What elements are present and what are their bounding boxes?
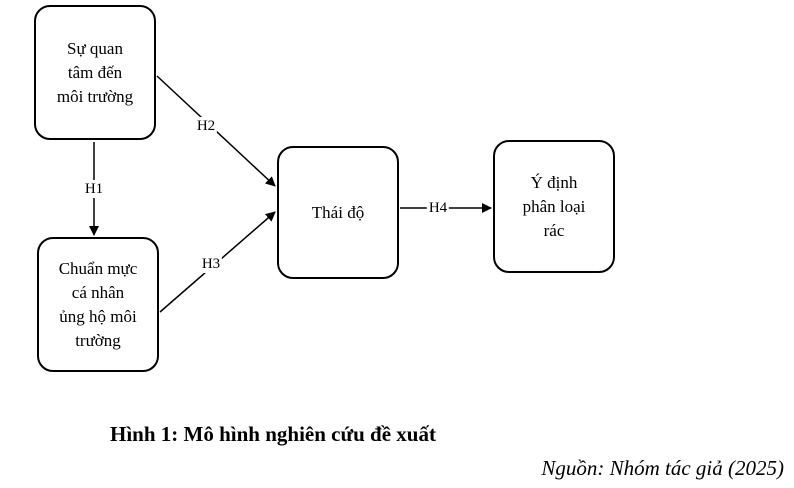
edge-label-h2: H2 <box>194 117 218 135</box>
node-environmental-concern: Sự quan tâm đến môi trường <box>34 5 156 140</box>
figure-caption: Hình 1: Mô hình nghiên cứu đề xuất <box>110 422 436 446</box>
edge-label-h4: H4 <box>426 199 450 217</box>
edge-label-h1: H1 <box>82 180 106 198</box>
node-personal-norms: Chuẩn mực cá nhân ủng hộ môi trường <box>37 237 159 372</box>
edge-label-h3: H3 <box>199 255 223 273</box>
figure-source: Nguồn: Nhóm tác giả (2025) <box>541 456 784 480</box>
node-attitude: Thái độ <box>277 146 399 279</box>
node-intention: Ý định phân loại rác <box>493 140 615 273</box>
